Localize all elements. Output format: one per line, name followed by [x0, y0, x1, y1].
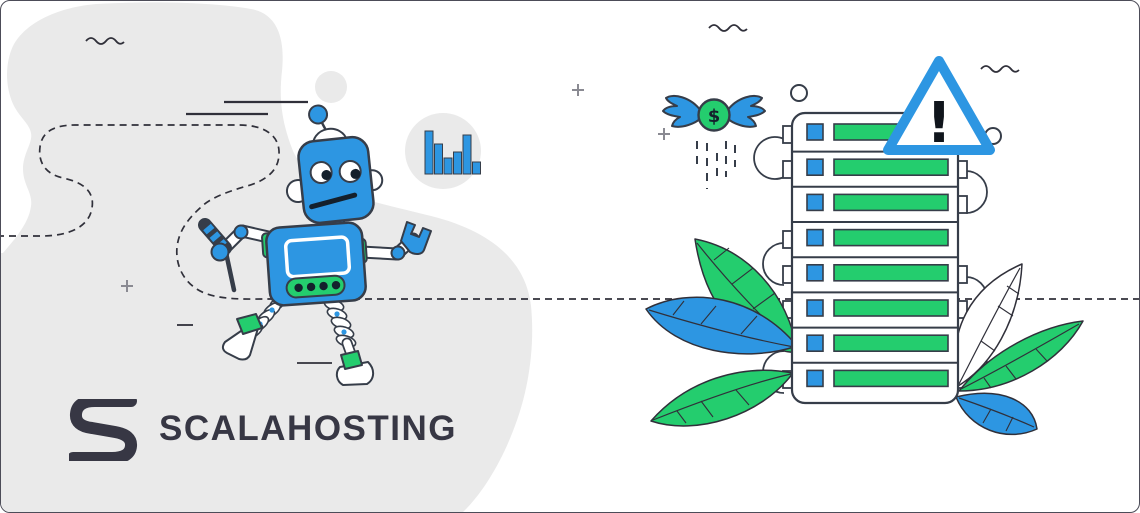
- bar-chart-icon: [405, 113, 481, 189]
- plus-icon: [658, 128, 670, 140]
- leaf-white-right: [954, 263, 1023, 387]
- robot-claw-hand: [400, 221, 432, 256]
- leaf-green-right: [958, 320, 1084, 392]
- server-row: [792, 158, 958, 188]
- leaf-green-lower-left: [650, 369, 794, 427]
- robot-illustration: [198, 104, 432, 386]
- chart-bar: [424, 130, 434, 175]
- warning-triangle-icon: !: [883, 56, 995, 156]
- dollar-symbol: $: [708, 106, 721, 127]
- robot-right-foot: [335, 350, 375, 386]
- small-circle: [790, 84, 808, 102]
- logo-mark: [69, 399, 138, 461]
- plus-icon: [572, 84, 584, 96]
- chart-bar: [453, 151, 462, 175]
- robot-head: [285, 104, 384, 225]
- robot-left-foot: [221, 313, 263, 361]
- exclamation-symbol: !: [926, 91, 952, 156]
- logo-wordmark: SCALAHOSTING: [159, 408, 457, 448]
- robot-mouth: [309, 192, 358, 210]
- robot-left-hand: [210, 242, 230, 262]
- squiggle-icon: [85, 37, 125, 45]
- robot-right-spring: [323, 298, 357, 348]
- winged-coin-icon: $: [662, 94, 766, 189]
- server-row: [792, 263, 958, 294]
- squiggle-icon: [708, 24, 748, 32]
- server-row: [792, 193, 958, 223]
- robot-button-panel: [285, 274, 346, 299]
- chart-bar: [434, 143, 443, 175]
- chart-bar: [443, 157, 453, 175]
- server-row: [792, 334, 958, 364]
- leaf-blue-left: [645, 296, 798, 355]
- background-dot-circle: [315, 71, 347, 103]
- leaf-blue-lower-right: [955, 392, 1038, 436]
- server-row: [792, 228, 958, 259]
- brand-logo: SCALAHOSTING: [69, 399, 457, 461]
- server-row: [792, 299, 958, 329]
- chart-bar: [472, 161, 481, 175]
- server-row: [806, 369, 949, 388]
- robot-screen: [283, 235, 352, 279]
- squiggle-icon: [980, 65, 1020, 73]
- leaves: [645, 238, 1084, 436]
- chart-bar: [462, 134, 472, 175]
- plus-icon: [121, 280, 133, 292]
- robot-torso: [261, 221, 368, 307]
- decor-marks: [85, 24, 1020, 364]
- falling-dashes: [696, 141, 736, 189]
